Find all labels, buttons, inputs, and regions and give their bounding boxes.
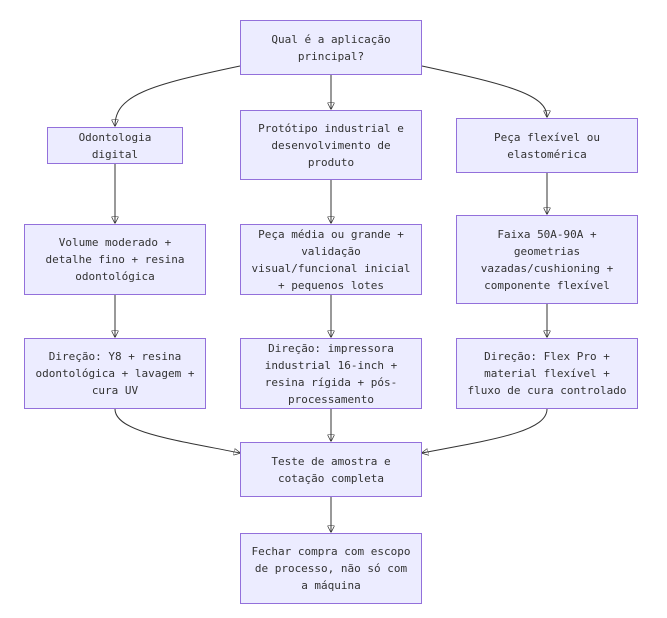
node-flexible: Peça flexível ou elastomérica bbox=[456, 118, 638, 173]
node-prototype-part: Peça média ou grande + validação visual/… bbox=[240, 224, 422, 295]
node-question: Qual é a aplicação principal? bbox=[240, 20, 422, 75]
edge-q-a1 bbox=[115, 65, 241, 126]
node-flexible-range: Faixa 50A-90A + geometrias vazadas/cushi… bbox=[456, 215, 638, 304]
node-sample-test: Teste de amostra e cotação completa bbox=[240, 442, 422, 497]
node-dental-direction: Direção: Y8 + resina odontológica + lava… bbox=[24, 338, 206, 409]
node-dental-volume: Volume moderado + detalhe fino + resina … bbox=[24, 224, 206, 295]
node-dental: Odontologia digital bbox=[47, 127, 183, 164]
node-prototype: Protótipo industrial e desenvolvimento d… bbox=[240, 110, 422, 180]
node-prototype-direction: Direção: impressora industrial 16-inch +… bbox=[240, 338, 422, 409]
edge-q-c1 bbox=[421, 65, 547, 117]
edge-a3-t bbox=[114, 408, 240, 453]
node-close-purchase: Fechar compra com escopo de processo, nã… bbox=[240, 533, 422, 604]
edge-c3-t bbox=[422, 408, 548, 453]
node-flexible-direction: Direção: Flex Pro + material flexível + … bbox=[456, 338, 638, 409]
